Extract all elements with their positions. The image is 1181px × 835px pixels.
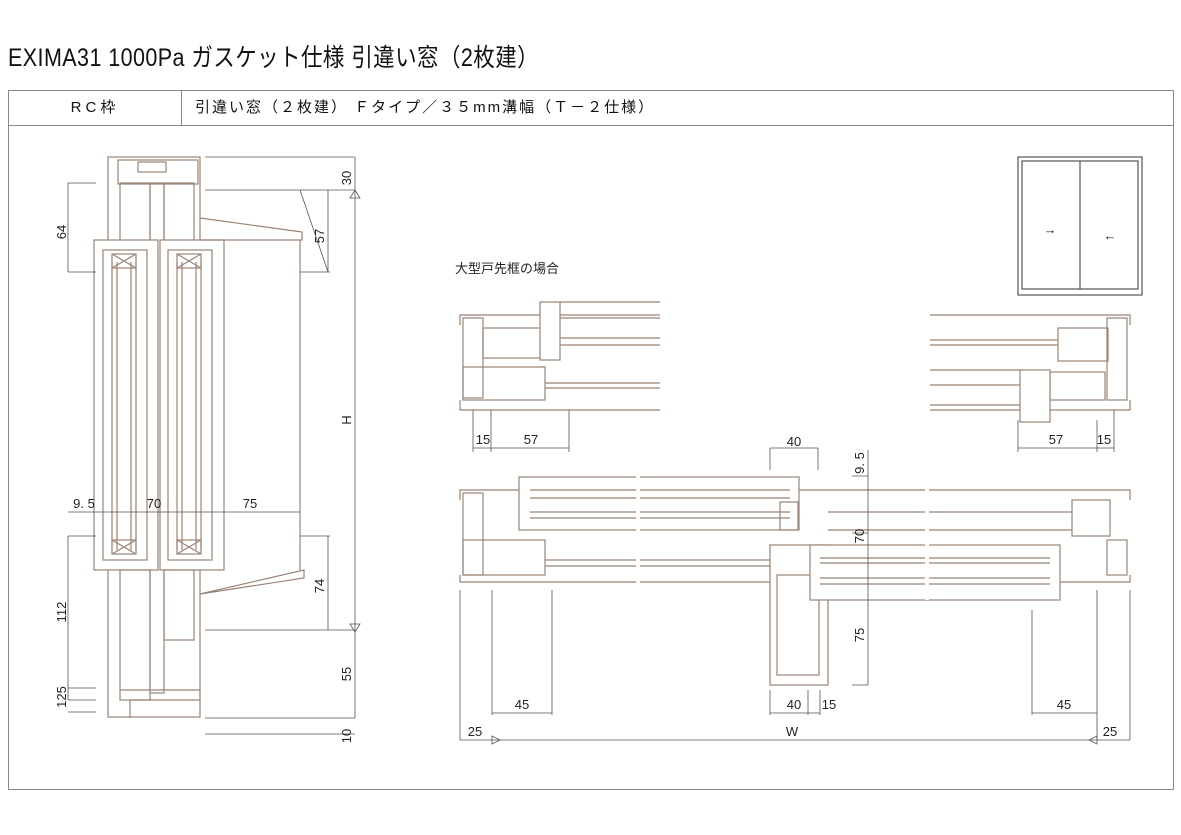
window-elevation-icon: → ← bbox=[1017, 156, 1143, 296]
dim-10: 10 bbox=[339, 729, 354, 743]
dim-v-70: 70 bbox=[852, 529, 867, 543]
dim-70: 70 bbox=[147, 496, 161, 511]
horizontal-section-dimensions: 40 9. 5 70 75 45 40 15 45 25 W 25 bbox=[459, 434, 1131, 745]
dim-125: 125 bbox=[54, 686, 69, 708]
horizontal-section-drawing bbox=[459, 470, 1131, 686]
dim-v-75: 75 bbox=[852, 628, 867, 642]
spec-header: RC枠 引違い窓（２枚建） Ｆタイプ／３５mm溝幅（Ｔ－２仕様） bbox=[9, 91, 1173, 126]
vertical-section-drawing bbox=[93, 156, 305, 718]
dim-64: 64 bbox=[54, 225, 69, 239]
arrow-right-icon: → bbox=[1044, 222, 1057, 237]
dim-75: 75 bbox=[243, 496, 257, 511]
dim-tl-15: 15 bbox=[476, 432, 490, 447]
dim-w-25-left: 25 bbox=[468, 724, 482, 739]
dim-57: 57 bbox=[312, 229, 327, 243]
dim-b-15: 15 bbox=[822, 697, 836, 712]
vertical-section-dimensions: 64 57 30 H 9. 5 70 75 112 74 55 125 10 bbox=[54, 156, 361, 743]
arrow-left-icon: ← bbox=[1104, 228, 1117, 243]
dim-b-40: 40 bbox=[787, 697, 801, 712]
dim-55: 55 bbox=[339, 667, 354, 681]
dim-b-45-right: 45 bbox=[1057, 697, 1071, 712]
dim-v-9-5: 9. 5 bbox=[852, 452, 867, 474]
dim-tl-57: 57 bbox=[524, 432, 538, 447]
large-stile-caption: 大型戸先框の場合 bbox=[455, 261, 559, 276]
dim-9-5: 9. 5 bbox=[73, 496, 95, 511]
dim-tr-15: 15 bbox=[1097, 432, 1111, 447]
dim-h: H bbox=[339, 415, 354, 424]
window-spec-label: 引違い窓（２枚建） Ｆタイプ／３５mm溝幅（Ｔ－２仕様） bbox=[195, 99, 656, 116]
page-title: EXIMA31 1000Pa ガスケット仕様 引違い窓（2枚建） bbox=[8, 44, 540, 72]
dim-b-45-left: 45 bbox=[515, 697, 529, 712]
drawing-frame: RC枠 引違い窓（２枚建） Ｆタイプ／３５mm溝幅（Ｔ－２仕様） bbox=[8, 90, 1174, 790]
detail-right-drawing bbox=[930, 314, 1131, 452]
frame-type-label: RC枠 bbox=[9, 91, 182, 125]
dim-w-25-right: 25 bbox=[1103, 724, 1117, 739]
dim-74: 74 bbox=[312, 579, 327, 593]
dim-tr-57: 57 bbox=[1049, 432, 1063, 447]
detail-left-drawing bbox=[459, 301, 660, 452]
dim-w: W bbox=[786, 724, 799, 739]
dim-112: 112 bbox=[54, 602, 69, 623]
dim-30: 30 bbox=[339, 171, 354, 185]
dim-top-40: 40 bbox=[787, 434, 801, 449]
